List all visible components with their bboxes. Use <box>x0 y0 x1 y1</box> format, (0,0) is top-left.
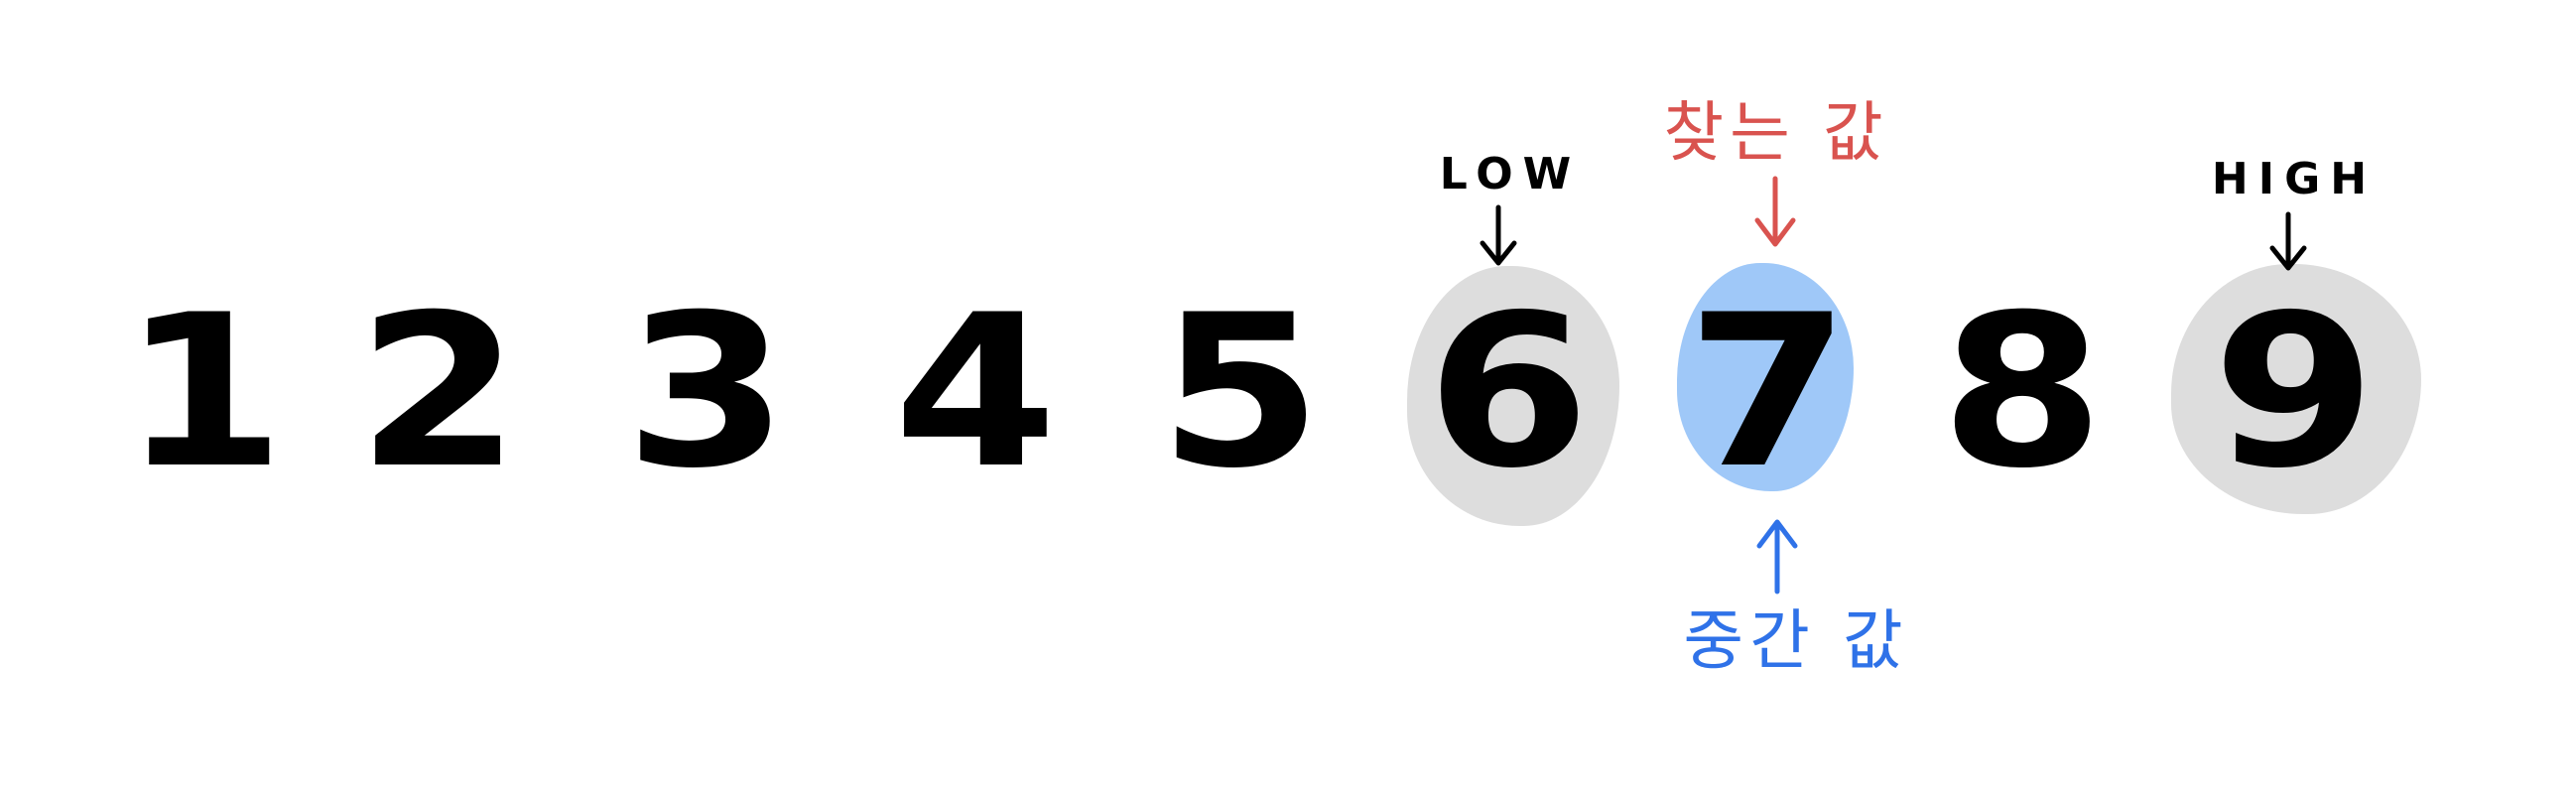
target-arrow-icon <box>1754 176 1796 247</box>
target-value-label: 찾는 값 <box>1663 94 1889 171</box>
number-4: 4 <box>893 269 1058 514</box>
number-2: 2 <box>356 269 521 514</box>
number-3: 3 <box>624 269 789 514</box>
mid-highlight <box>1677 263 1854 491</box>
number-7: 7 <box>1686 269 1851 514</box>
mid-arrow-icon <box>1756 519 1798 594</box>
high-highlight <box>2171 264 2421 514</box>
number-9: 9 <box>2212 269 2377 514</box>
low-arrow-icon <box>1480 204 1517 266</box>
number-5: 5 <box>1158 269 1323 514</box>
mid-value-label: 중간 값 <box>1683 602 1909 679</box>
number-1: 1 <box>121 269 286 514</box>
high-label: HIGH <box>2211 154 2378 204</box>
low-label: LOW <box>1439 149 1582 199</box>
low-highlight <box>1407 266 1619 526</box>
number-6: 6 <box>1426 269 1591 514</box>
number-8: 8 <box>1940 269 2105 514</box>
high-arrow-icon <box>2269 211 2307 271</box>
